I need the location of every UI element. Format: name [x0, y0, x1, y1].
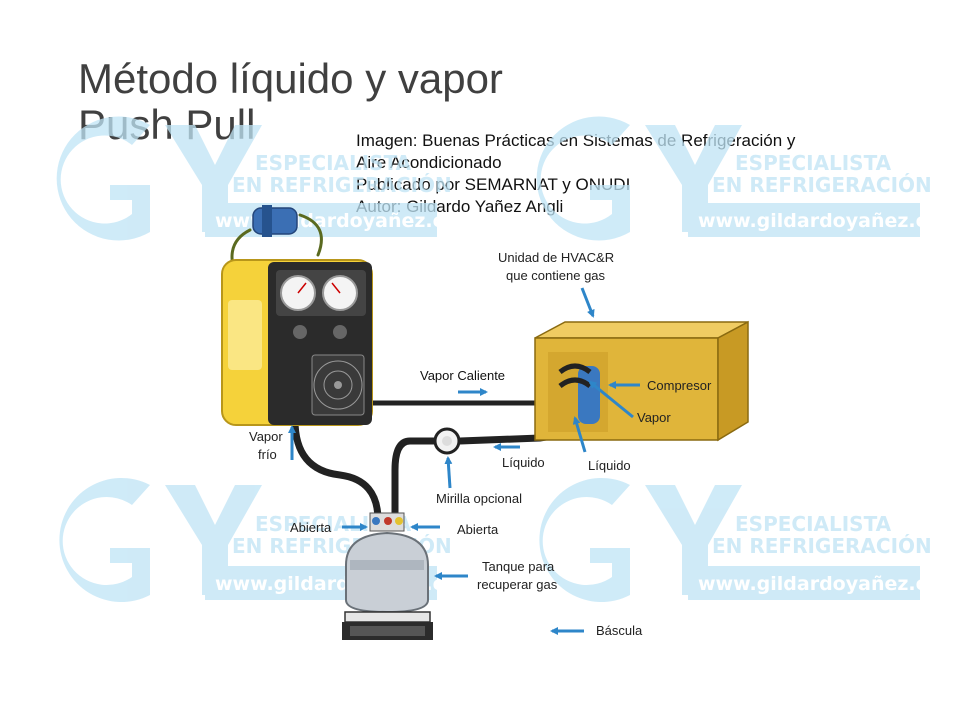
label-abierta-left: Abierta — [290, 520, 332, 535]
filter-drier — [252, 207, 298, 235]
watermark-logo-y — [165, 125, 262, 232]
scale — [342, 611, 433, 640]
label-tanque-line-1: Tanque para — [482, 559, 555, 574]
title-line-1: Método líquido y vapor — [78, 55, 503, 102]
label-bascula: Báscula — [596, 623, 643, 638]
label-vapor: Vapor — [637, 410, 671, 425]
watermark-line-1: ESPECIALISTA — [255, 151, 412, 175]
label-vapor-frio-line-2: frío — [258, 447, 277, 462]
label-compresor: Compresor — [647, 378, 712, 393]
image-credit: Imagen: Buenas Prácticas en Sistemas de … — [356, 130, 876, 218]
watermark-line-1: ESPECIALISTA — [735, 512, 892, 536]
diagram-labels: Unidad de HVAC&R que contiene gas Vapor … — [249, 250, 712, 638]
slide-title: Método líquido y vapor Push Pull — [78, 56, 503, 148]
annotation-arrows — [288, 287, 640, 635]
watermark-line-2: EN REFRIGERACIÓN — [712, 534, 932, 558]
recovery-unit — [221, 205, 373, 426]
credit-line-3: Publicado por SEMARNAT y ONUDI — [356, 175, 631, 194]
label-tanque-line-2: recuperar gas — [477, 577, 558, 592]
watermark-line-2: EN REFRIGERACIÓN — [712, 173, 932, 197]
label-abierta-right: Abierta — [457, 522, 499, 537]
arrow-liquido-hvac — [572, 416, 587, 453]
watermark-top-right: ESPECIALISTA EN REFRIGERACIÓN www.gildar… — [536, 116, 960, 241]
watermark-line-1: ESPECIALISTA — [735, 151, 892, 175]
label-liquido-hvac: Líquido — [588, 458, 631, 473]
label-liquido: Líquido — [502, 455, 545, 470]
label-vapor-caliente: Vapor Caliente — [420, 368, 505, 383]
arrow-mirilla — [444, 456, 453, 489]
label-vapor-frio-line-1: Vapor — [249, 429, 283, 444]
watermark-logo-g — [56, 116, 150, 241]
arrow-hvac — [580, 287, 595, 318]
credit-line-1: Imagen: Buenas Prácticas en Sistemas de … — [356, 131, 796, 150]
recovery-tank — [345, 512, 429, 614]
credit-line-2: Aire Acondicionado — [356, 153, 502, 172]
watermark-line-2: EN REFRIGERACIÓN — [232, 173, 452, 197]
label-hvac-line-2: que contiene gas — [506, 268, 606, 283]
watermark-url: www.gildardoyañez.com — [698, 573, 960, 595]
watermark-bottom-right: ESPECIALISTA EN REFRIGERACIÓN www.gildar… — [539, 478, 960, 602]
arrow-vapor — [588, 380, 634, 419]
sight-glass — [433, 427, 461, 455]
hose-vapor-frio — [291, 416, 382, 524]
label-hvac-line-1: Unidad de HVAC&R — [498, 250, 614, 265]
compressor — [578, 366, 600, 424]
watermark-url: www.gildardoyañez.com — [698, 210, 960, 232]
hvac-unit — [534, 320, 749, 442]
label-mirilla: Mirilla opcional — [436, 491, 522, 506]
